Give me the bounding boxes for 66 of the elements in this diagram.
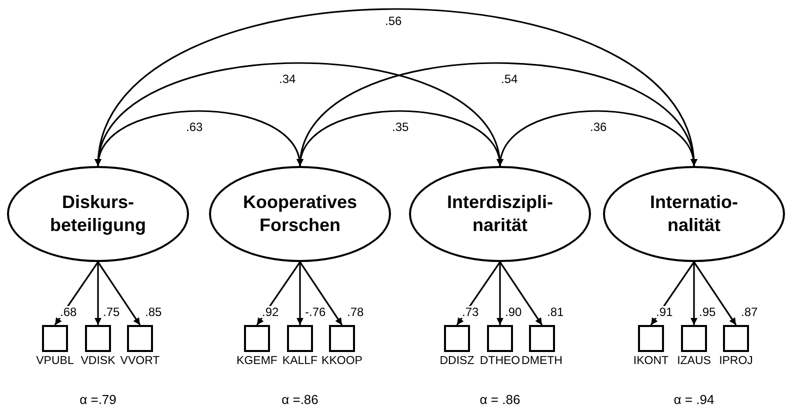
edge-label: .75 bbox=[102, 306, 121, 318]
edge-label: .35 bbox=[391, 121, 410, 133]
edge-label: .73 bbox=[461, 306, 480, 318]
indicator-name: IZAUS bbox=[677, 355, 711, 367]
edge-label: .36 bbox=[589, 121, 608, 133]
edge-label: .91 bbox=[655, 306, 674, 318]
loading-arrow bbox=[97, 262, 141, 326]
reliability-alpha: α =.79 bbox=[80, 392, 116, 407]
indicator-square bbox=[42, 325, 68, 352]
indicator-square bbox=[127, 325, 153, 352]
indicator-name: KKOOP bbox=[322, 355, 362, 367]
loading-arrow bbox=[256, 262, 301, 326]
indicator-square bbox=[487, 325, 513, 352]
indicator-square bbox=[287, 325, 313, 352]
edge-label: .92 bbox=[261, 306, 280, 318]
loading-arrow bbox=[499, 262, 543, 326]
indicator-square bbox=[85, 325, 111, 352]
loading-arrow bbox=[296, 262, 304, 325]
indicator-name: VDISK bbox=[80, 355, 116, 367]
loading-arrow bbox=[690, 262, 698, 325]
loading-arrow bbox=[496, 262, 504, 325]
loading-arrow bbox=[456, 262, 501, 326]
indicator-name: VPUBL bbox=[36, 355, 74, 367]
indicator-square bbox=[681, 325, 707, 352]
edge-label: .87 bbox=[740, 306, 759, 318]
edge-label: .85 bbox=[144, 306, 163, 318]
indicator-square bbox=[638, 325, 664, 352]
reliability-alpha: α = .94 bbox=[674, 392, 714, 407]
indicator-name: IKONT bbox=[633, 355, 669, 367]
edge-label: .54 bbox=[500, 73, 519, 85]
edge-label: -.76 bbox=[304, 306, 327, 318]
loading-arrow bbox=[54, 262, 99, 326]
factor-name: Internatio- nalität bbox=[649, 190, 739, 237]
loading-arrow bbox=[693, 262, 737, 326]
edge-label: .34 bbox=[278, 73, 297, 85]
indicator-square bbox=[329, 325, 355, 352]
factor-name: Diskurs- beteiligung bbox=[49, 190, 147, 237]
indicator-name: DDISZ bbox=[440, 355, 474, 367]
reliability-alpha: α =.86 bbox=[282, 392, 318, 407]
indicator-square bbox=[444, 325, 470, 352]
correlation-arc bbox=[96, 110, 302, 166]
indicator-name: DMETH bbox=[522, 355, 562, 367]
edge-label: .68 bbox=[59, 306, 78, 318]
loading-arrow bbox=[299, 262, 343, 326]
edge-label: .63 bbox=[185, 121, 204, 133]
indicator-name: IPROJ bbox=[719, 355, 753, 367]
indicator-name: KGEMF bbox=[236, 355, 278, 367]
loading-arrow bbox=[94, 262, 102, 325]
correlation-arc bbox=[498, 110, 696, 166]
indicator-square bbox=[723, 325, 749, 352]
correlation-arc bbox=[96, 8, 696, 166]
edge-label: .78 bbox=[346, 306, 365, 318]
edge-label: .56 bbox=[384, 15, 403, 27]
indicator-name: VVORT bbox=[120, 355, 160, 367]
edge-label: .81 bbox=[546, 306, 565, 318]
loading-arrow bbox=[650, 262, 695, 326]
edge-label: .95 bbox=[698, 306, 717, 318]
indicator-square bbox=[529, 325, 555, 352]
edge-label: .90 bbox=[504, 306, 523, 318]
indicator-name: KALLF bbox=[282, 355, 318, 367]
factor-name: Interdiszipli- narität bbox=[446, 190, 554, 237]
indicator-name: DTHEO bbox=[480, 355, 520, 367]
correlation-arc bbox=[298, 110, 502, 166]
reliability-alpha: α = .86 bbox=[480, 392, 520, 407]
factor-name: Kooperatives Forschen bbox=[242, 190, 358, 237]
indicator-square bbox=[244, 325, 270, 352]
